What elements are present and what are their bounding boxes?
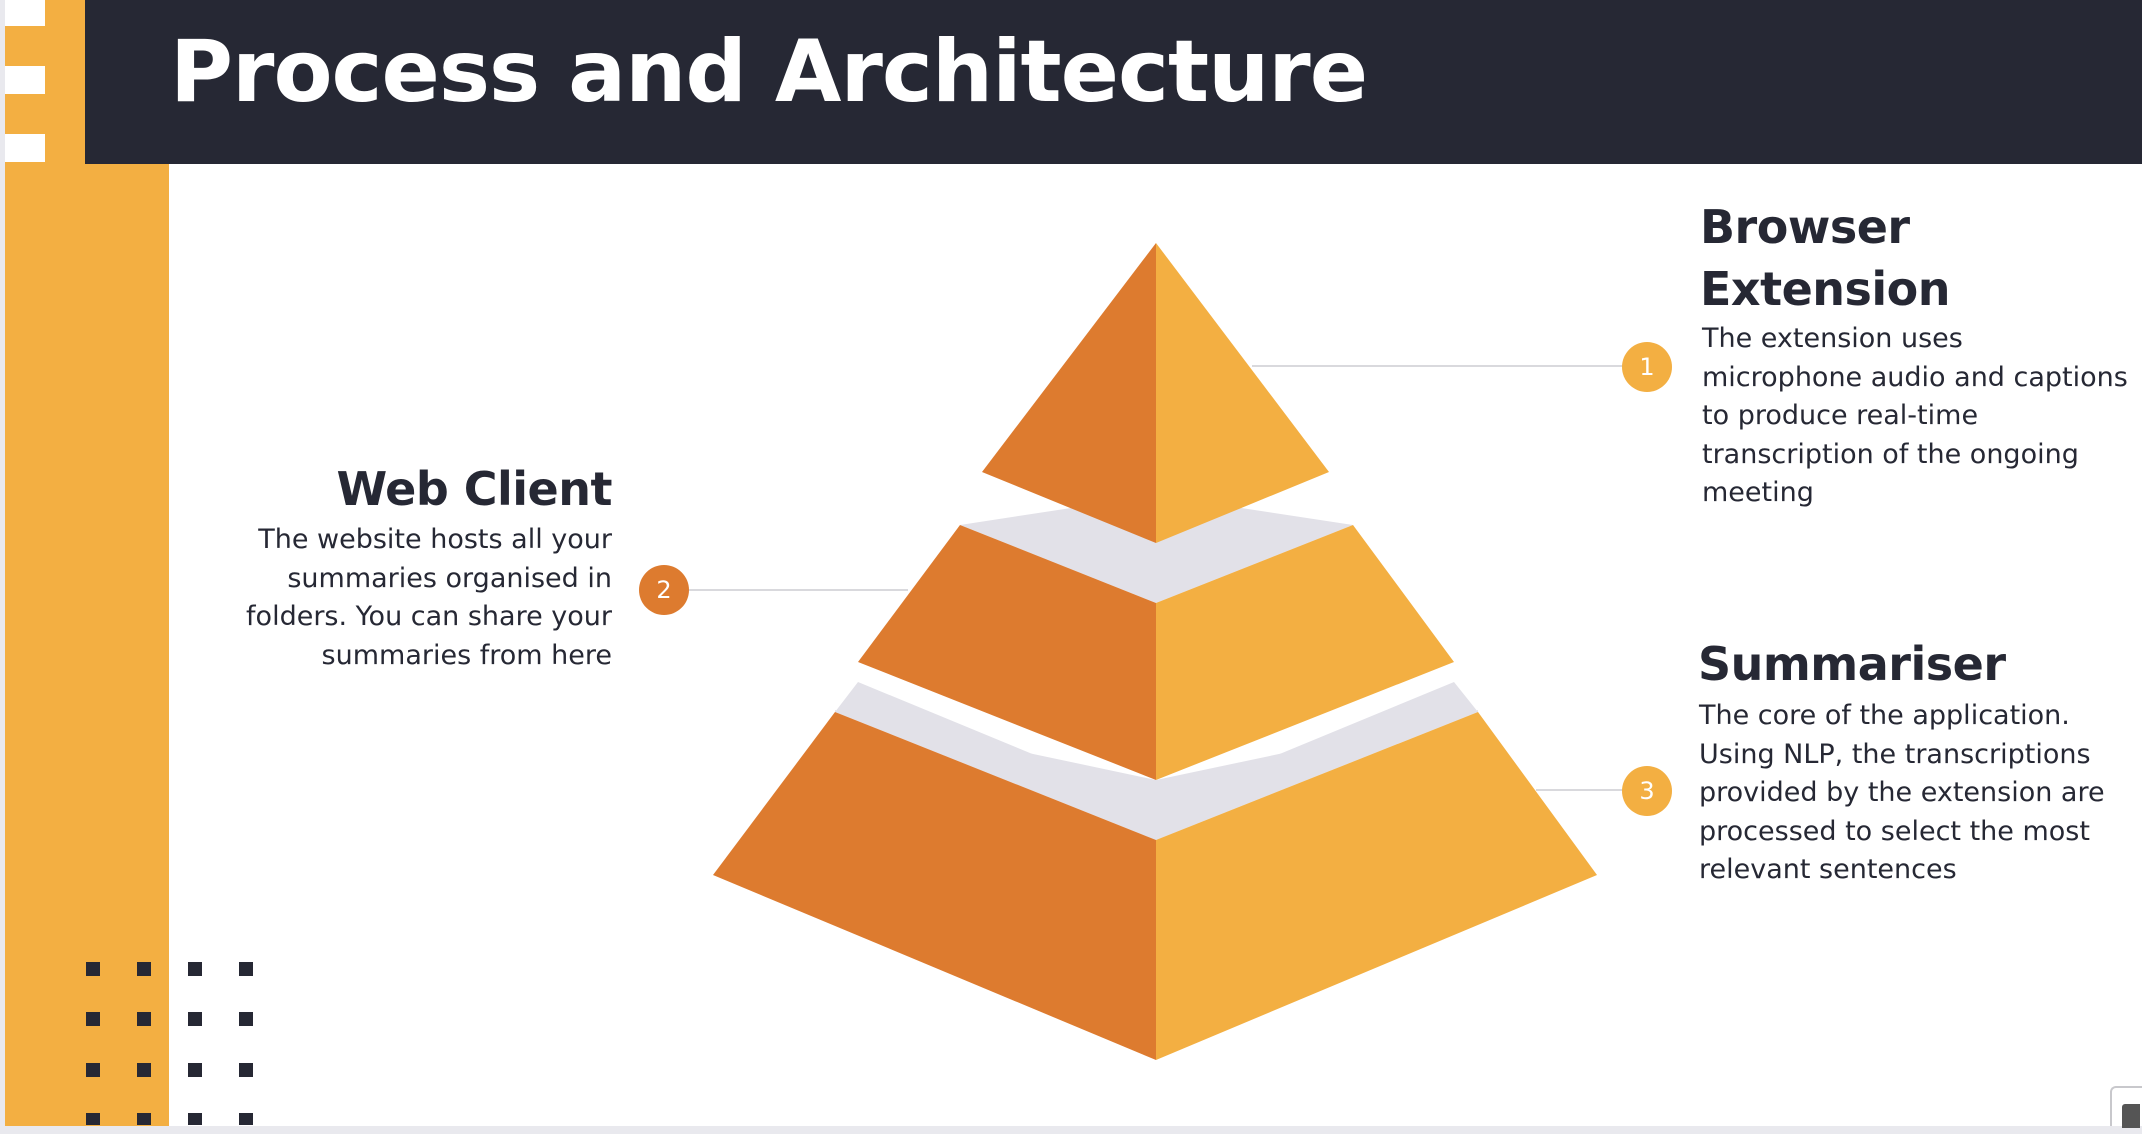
decor-dot bbox=[239, 1113, 253, 1125]
pyramid-tier-1-left bbox=[982, 243, 1156, 543]
decor-dot bbox=[239, 1012, 253, 1026]
decor-dot bbox=[188, 1012, 202, 1026]
corner-handle[interactable] bbox=[2110, 1086, 2142, 1128]
description-line: summaries organised in bbox=[287, 562, 612, 594]
decor-dot bbox=[137, 962, 151, 976]
decor-notch bbox=[5, 0, 45, 26]
description-line: meeting bbox=[1702, 477, 1814, 508]
decor-dot bbox=[86, 1113, 100, 1125]
decor-dot bbox=[239, 1063, 253, 1077]
separator-band-lower-fill bbox=[835, 682, 1478, 840]
summariser-heading: Summariser bbox=[1698, 637, 2006, 691]
description-line: The website hosts all your bbox=[258, 524, 612, 555]
heading-line: Browser bbox=[1700, 200, 1910, 254]
browser-extension-heading: Browser Extension bbox=[1700, 196, 1951, 320]
decor-dot bbox=[86, 1012, 100, 1026]
decor-dot bbox=[239, 962, 253, 976]
pyramid-tier-3-right bbox=[1156, 712, 1597, 1060]
description-line: The core of the application. bbox=[1699, 700, 2070, 731]
web-client-heading: Web Client bbox=[336, 462, 613, 516]
decor-dot bbox=[188, 1063, 202, 1077]
decor-dot bbox=[137, 1012, 151, 1026]
description-line: summaries from here bbox=[321, 639, 612, 671]
description-line: microphone audio and captions bbox=[1702, 361, 2128, 393]
page-title: Process and Architecture bbox=[170, 22, 1368, 122]
decor-dot bbox=[86, 962, 100, 976]
title-band bbox=[85, 0, 2142, 164]
summariser-description: The core of the application. Using NLP, … bbox=[1699, 697, 2142, 890]
step-badge-2: 2 bbox=[639, 565, 689, 615]
description-line: transcription of the ongoing bbox=[1702, 438, 2079, 470]
decor-dot bbox=[188, 1113, 202, 1125]
step-badge-1: 1 bbox=[1622, 342, 1672, 392]
pyramid-tier-3-left bbox=[713, 712, 1156, 1060]
decor-notch bbox=[5, 66, 45, 94]
bottom-edge bbox=[0, 1126, 2142, 1134]
web-client-description: The website hosts all your summaries org… bbox=[160, 521, 612, 675]
left-accent-bar bbox=[5, 0, 169, 1126]
separator-band-upper bbox=[960, 495, 1353, 603]
description-line: Using NLP, the transcriptions bbox=[1699, 738, 2091, 770]
decor-dot bbox=[137, 1113, 151, 1125]
description-line: The extension uses bbox=[1702, 323, 1963, 354]
pyramid-tier-2-right bbox=[1156, 525, 1454, 780]
step-badge-3: 3 bbox=[1622, 766, 1672, 816]
description-line: folders. You can share your bbox=[246, 601, 612, 632]
description-line: processed to select the most bbox=[1699, 815, 2090, 847]
pyramid-tier-2-left bbox=[858, 525, 1156, 780]
left-gutter bbox=[0, 0, 5, 1134]
pyramid-tier-1-right bbox=[1156, 243, 1329, 543]
description-line: provided by the extension are bbox=[1699, 777, 2105, 808]
description-line: relevant sentences bbox=[1699, 854, 1957, 885]
decor-dot bbox=[86, 1063, 100, 1077]
description-line: to produce real-time bbox=[1702, 400, 1979, 431]
browser-extension-description: The extension uses microphone audio and … bbox=[1702, 320, 2142, 513]
decor-dot bbox=[188, 962, 202, 976]
heading-line: Extension bbox=[1700, 262, 1951, 316]
decor-notch bbox=[5, 134, 45, 162]
decor-dot bbox=[137, 1063, 151, 1077]
